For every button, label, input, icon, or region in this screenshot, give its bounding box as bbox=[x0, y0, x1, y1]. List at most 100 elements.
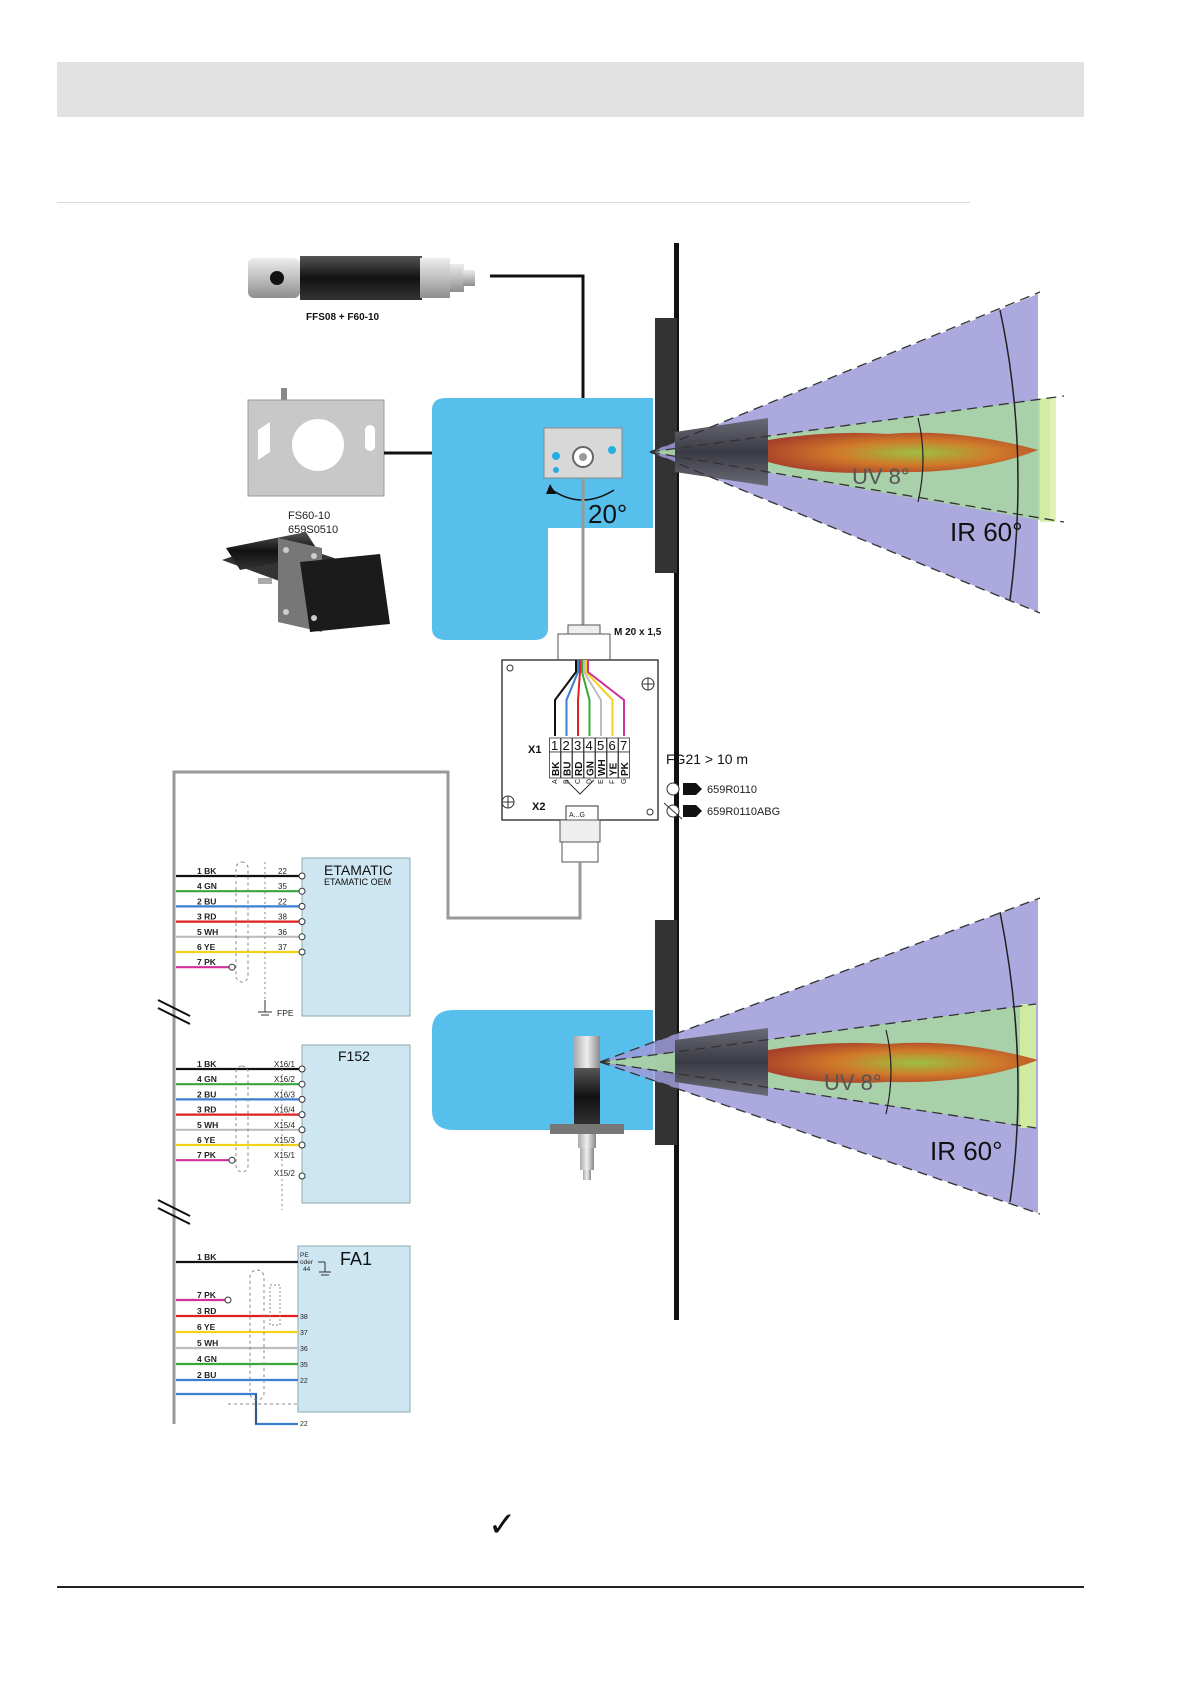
fa1-ground-icon bbox=[318, 1261, 331, 1276]
flame-bottom bbox=[768, 1042, 1038, 1083]
ir-edge-top-1 bbox=[649, 291, 1041, 453]
f152-wire-label-7: 7 PK bbox=[197, 1150, 217, 1160]
etamatic-module bbox=[301, 857, 411, 1017]
etamatic-title: ETAMATIC bbox=[324, 862, 393, 878]
f152-term-3: X16/3 bbox=[274, 1090, 295, 1099]
jb-wire-gn bbox=[581, 660, 591, 736]
etamatic-shield bbox=[235, 861, 249, 983]
fa1-wire-label-1: 1 BK bbox=[197, 1252, 217, 1262]
plate-label-1: FS60-10 bbox=[288, 510, 330, 522]
f152-wire-label-5: 5 WH bbox=[197, 1120, 218, 1130]
fa1-term-7: 22 bbox=[300, 1378, 308, 1385]
jb-terminal-number-1: 1 bbox=[551, 738, 558, 753]
etamatic-node-6 bbox=[298, 948, 306, 956]
f152-node-2 bbox=[298, 1080, 306, 1088]
jb-wire-wh bbox=[583, 660, 602, 736]
jb-terminal-number-5: 5 bbox=[597, 738, 604, 753]
etamatic-subtitle: ETAMATIC OEM bbox=[324, 877, 391, 887]
sensor-mount-icon bbox=[543, 427, 623, 479]
f152-term-6: X15/3 bbox=[274, 1136, 295, 1145]
etamatic-wire-label-7: 7 PK bbox=[197, 957, 217, 967]
fpe-ground-icon bbox=[258, 1000, 272, 1016]
jb-terminal-number-7: 7 bbox=[620, 738, 627, 753]
break-mark-2 bbox=[157, 1199, 191, 1225]
plug-icon-1 bbox=[666, 782, 702, 796]
burner-tube-bottom bbox=[675, 1028, 768, 1096]
fa1-title: FA1 bbox=[340, 1249, 372, 1269]
f152-node-5 bbox=[298, 1126, 306, 1134]
jb-wire-rd bbox=[577, 660, 581, 736]
f152-wire-label-3: 2 BU bbox=[197, 1089, 216, 1099]
extension-cable bbox=[172, 770, 582, 1424]
fa1-wire-label-4: 6 YE bbox=[197, 1322, 216, 1332]
vertical-sensor-icon bbox=[550, 1036, 624, 1180]
f152-term-5: X15/4 bbox=[274, 1121, 295, 1130]
connector-label: A...G bbox=[569, 812, 585, 819]
ir-edge-top-2 bbox=[649, 451, 1041, 614]
uv-arc-bottom bbox=[885, 1029, 892, 1115]
jb-wire-bk bbox=[554, 660, 577, 736]
footer-divider bbox=[57, 1586, 1084, 1588]
plug-icon-2 bbox=[663, 802, 702, 820]
mounting-plate-icon bbox=[247, 388, 385, 497]
f152-node-7 bbox=[228, 1156, 236, 1164]
fa1-shield bbox=[249, 1269, 265, 1401]
jb-letter-c: C bbox=[575, 779, 582, 784]
ir-label-top: IR 60° bbox=[950, 517, 1023, 547]
junction-box-wires bbox=[554, 660, 625, 736]
header-bar bbox=[57, 62, 1084, 117]
jb-color-cell-6 bbox=[606, 751, 619, 779]
jb-color-wh: WH bbox=[597, 759, 608, 776]
jb-color-cell-5 bbox=[595, 751, 607, 779]
f152-node-1 bbox=[298, 1065, 306, 1073]
fa1-node-2 bbox=[224, 1296, 232, 1304]
uv-arc-top bbox=[917, 417, 924, 503]
etamatic-term-1: 22 bbox=[278, 867, 287, 876]
jb-color-gn: GN bbox=[586, 761, 597, 776]
f152-term-1: X16/1 bbox=[274, 1060, 295, 1069]
etamatic-node-4 bbox=[298, 918, 306, 926]
jb-color-cell-3 bbox=[572, 751, 584, 779]
uv-band-top bbox=[1040, 398, 1056, 522]
part-1: 659R0110 bbox=[707, 784, 757, 796]
f152-wire-label-6: 6 YE bbox=[197, 1135, 216, 1145]
cable-label: FG21 > 10 m bbox=[666, 751, 748, 767]
f152-extra-node bbox=[298, 1172, 306, 1180]
fa1-wire-label-7: 2 BU bbox=[197, 1370, 216, 1380]
fa1-term-6: 35 bbox=[300, 1362, 308, 1369]
etamatic-wire-label-2: 4 GN bbox=[197, 881, 217, 891]
jb-color-cell-2 bbox=[560, 751, 573, 779]
jb-letter-d: D bbox=[587, 779, 594, 784]
jb-wire-pk bbox=[587, 660, 625, 736]
fa1-term-5: 36 bbox=[300, 1346, 308, 1353]
ir-edge-bottom-2 bbox=[599, 1061, 1041, 1215]
jb-letter-f: F bbox=[610, 780, 617, 784]
fa1-pe-line-3: 44 bbox=[303, 1266, 311, 1273]
fpe-label: FPE bbox=[277, 1008, 294, 1018]
plate-label-2: 659S0510 bbox=[288, 524, 338, 536]
fa1-wire-label-5: 5 WH bbox=[197, 1338, 218, 1348]
jb-terminal-number-3: 3 bbox=[574, 738, 581, 753]
jb-letter-a: A bbox=[552, 779, 559, 784]
tilt-arc-head bbox=[546, 484, 556, 494]
uv-band-bottom bbox=[1020, 1004, 1036, 1128]
fa1-term-3: 38 bbox=[300, 1314, 308, 1321]
jb-wire-ye bbox=[585, 660, 614, 736]
f152-module bbox=[301, 1044, 411, 1204]
etamatic-term-6: 37 bbox=[278, 943, 287, 952]
jb-color-cell-4 bbox=[583, 751, 596, 779]
jb-color-rd: RD bbox=[574, 762, 585, 776]
etamatic-wire-label-1: 1 BK bbox=[197, 866, 217, 876]
burner-flange-bottom bbox=[655, 920, 677, 1145]
break-mark-1 bbox=[157, 999, 191, 1025]
fa1-wire-label-6: 4 GN bbox=[197, 1354, 217, 1364]
fa1-pe-line-1: PE bbox=[300, 1252, 309, 1259]
fa1-term-shield: 22 bbox=[300, 1421, 308, 1428]
etamatic-node-5 bbox=[298, 933, 306, 941]
etamatic-node-3 bbox=[298, 902, 306, 910]
uv-edge-bottom-2 bbox=[599, 1061, 1037, 1129]
ffs08-sensor-icon bbox=[248, 256, 475, 300]
part-2: 659R0110ABG bbox=[707, 806, 780, 818]
